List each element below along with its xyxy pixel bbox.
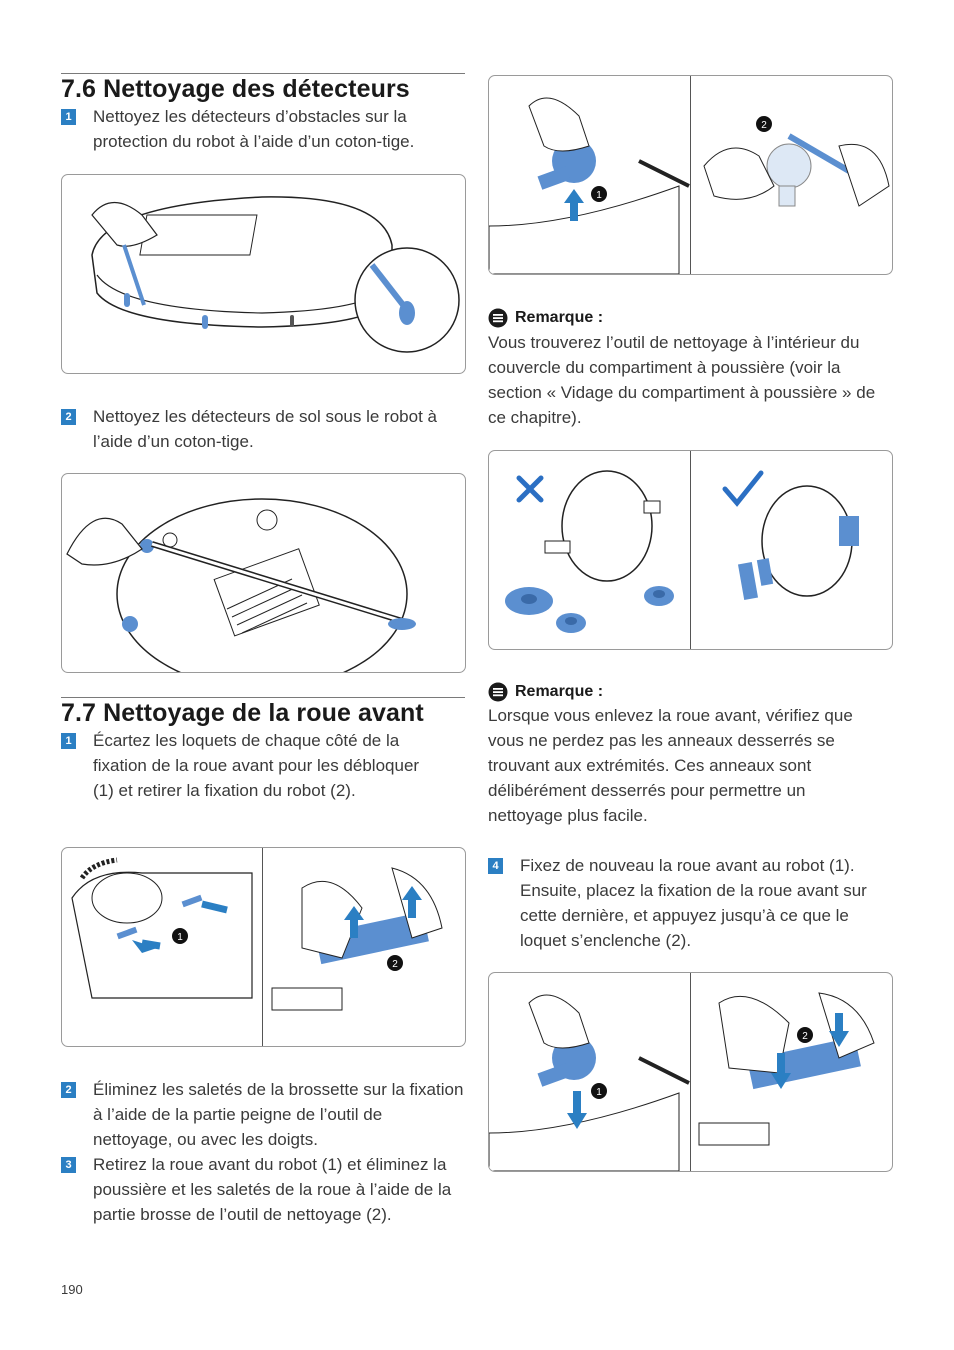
note-heading-1: Remarque :	[488, 308, 603, 328]
step-number: 3	[61, 1157, 76, 1173]
section-rule	[61, 73, 465, 74]
step-text: Éliminez les saletés de la brossette sur…	[93, 1080, 464, 1149]
note-body-2: Lorsque vous enlevez la roue avant, véri…	[488, 706, 853, 825]
latch-illustration: 1 2	[71, 857, 443, 1011]
callout-2: 2	[761, 120, 767, 131]
callout-2: 2	[392, 959, 398, 970]
wheel-reattach-illustration: 1 2	[489, 992, 875, 1171]
step-7-6-2: 2 Nettoyez les détecteurs de sol sous le…	[61, 404, 466, 454]
step-7-7-1: 1 Écartez les loquets de chaque côté de …	[61, 728, 466, 803]
note-heading-text: Remarque :	[515, 309, 604, 326]
step-text: Nettoyez les détecteurs de sol sous le r…	[93, 407, 437, 451]
section-title-7-6: 7.6 Nettoyage des détecteurs	[61, 75, 410, 103]
step-7-7-4: 4 Fixez de nouveau la roue avant au robo…	[488, 853, 893, 953]
callout-1: 1	[596, 190, 602, 201]
step-text: Retirez la roue avant du robot (1) et él…	[93, 1155, 452, 1224]
section-rule	[61, 697, 465, 698]
note-icon	[488, 308, 508, 328]
robot-side-illustration	[91, 196, 460, 353]
check-icon	[722, 470, 764, 507]
step-number: 2	[61, 1082, 76, 1098]
panel-divider	[262, 848, 263, 1046]
figure-floor-sensors	[61, 473, 466, 673]
page-number: 190	[61, 1282, 83, 1297]
callout-2: 2	[802, 1031, 808, 1042]
step-text: Fixez de nouveau la roue avant au robot …	[520, 856, 867, 950]
step-number: 1	[61, 109, 76, 125]
step-text: Écartez les loquets de chaque côté de la…	[93, 731, 420, 800]
step-number: 2	[61, 409, 76, 425]
step-7-6-1: 1 Nettoyez les détecteurs d’obstacles su…	[61, 104, 466, 154]
figure-wheel-rings	[488, 450, 893, 650]
step-number: 4	[488, 858, 503, 874]
cross-icon	[516, 475, 544, 503]
section-title-7-7: 7.7 Nettoyage de la roue avant	[61, 699, 424, 727]
wheel-rings-illustration	[505, 470, 859, 633]
robot-underside-illustration	[66, 498, 416, 672]
step-7-7-2: 2 Éliminez les saletés de la brossette s…	[61, 1077, 466, 1152]
note-heading-2: Remarque :	[488, 682, 603, 702]
wheel-removal-illustration: 1 2	[489, 97, 890, 274]
figure-remove-wheel: 1 2	[488, 75, 893, 275]
figure-reattach-wheel: 1 2	[488, 972, 893, 1172]
step-7-7-3: 3 Retirez la roue avant du robot (1) et …	[61, 1152, 466, 1227]
note-icon	[488, 682, 508, 702]
callout-1: 1	[177, 932, 183, 943]
panel-divider	[690, 973, 691, 1171]
callout-1: 1	[596, 1087, 602, 1098]
panel-divider	[690, 76, 691, 274]
figure-obstacle-sensors	[61, 174, 466, 374]
figure-release-latches: 1 2	[61, 847, 466, 1047]
note-heading-text: Remarque :	[515, 683, 604, 700]
step-text: Nettoyez les détecteurs d’obstacles sur …	[93, 107, 415, 151]
note-body-1: Vous trouverez l’outil de nettoyage à l’…	[488, 333, 876, 427]
step-number: 1	[61, 733, 76, 749]
panel-divider	[690, 451, 691, 649]
